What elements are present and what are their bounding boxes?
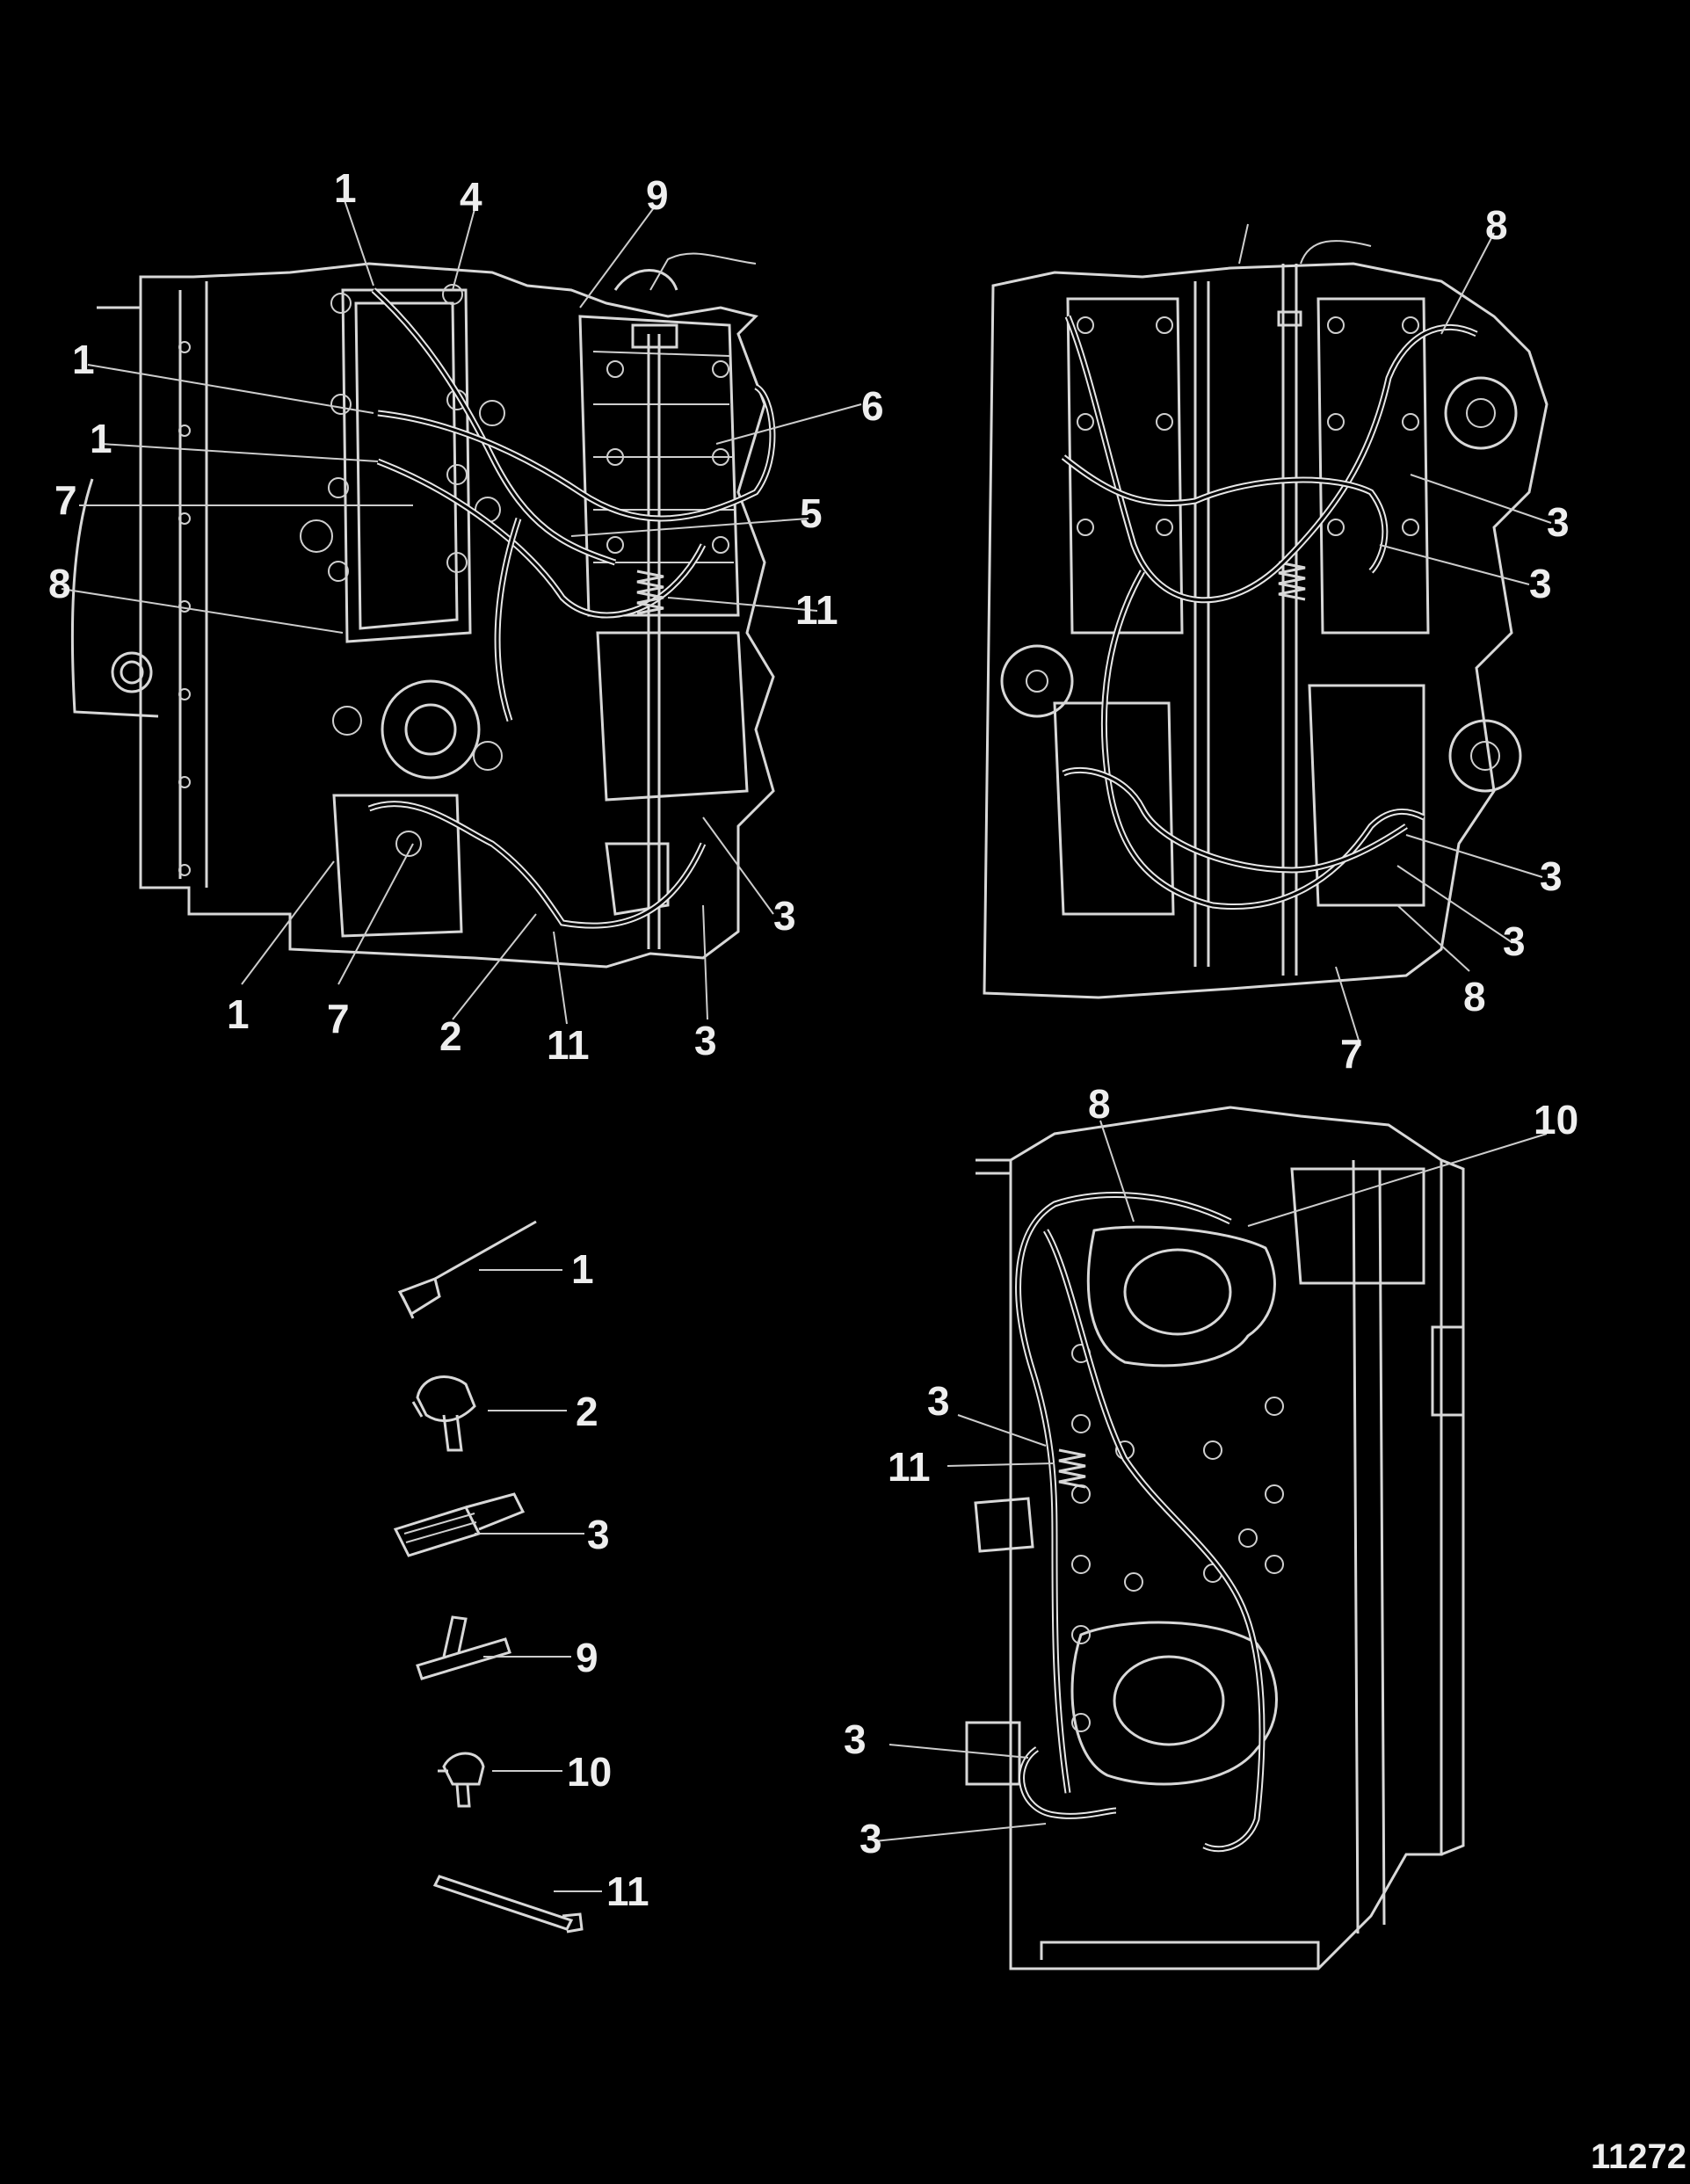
callout-label: 3 — [844, 1716, 867, 1762]
elbow-fitting-icon — [411, 1375, 476, 1452]
callout-labels-top-right: 8 3 3 3 3 8 7 — [1340, 202, 1570, 1077]
callout-label: 8 — [1463, 974, 1486, 1019]
callout-label: 4 — [460, 174, 482, 220]
check-valve-icon — [393, 1492, 526, 1557]
callout-label: 11 — [547, 1022, 590, 1068]
elbow-fitting-small-icon — [438, 1752, 485, 1808]
callout-label: 1 — [334, 165, 357, 211]
callout-label: 6 — [861, 383, 884, 429]
callout-label: 5 — [800, 490, 823, 536]
hose-connector-elbow-icon — [397, 1220, 537, 1319]
callout-label: 7 — [54, 477, 77, 523]
callout-label: 9 — [646, 172, 669, 218]
callout-label: 2 — [439, 1013, 462, 1059]
engine-view-top-left: 1 4 9 1 1 6 7 5 8 11 3 1 7 2 11 3 — [48, 165, 884, 1068]
callout-label: 3 — [773, 893, 796, 939]
tee-fitting-icon — [416, 1615, 511, 1680]
callout-label: 1 — [72, 337, 95, 382]
callout-labels-bottom-right: 8 10 3 11 3 3 — [844, 1081, 1578, 1861]
figure-number: 11272 — [1590, 2137, 1686, 2176]
callout-label: 3 — [927, 1378, 950, 1424]
callout-label: 11 — [888, 1444, 931, 1490]
callout-label: 11 — [795, 587, 838, 633]
callout-label: 8 — [1088, 1081, 1111, 1127]
callout-label: 8 — [1485, 202, 1508, 248]
callout-label: 3 — [694, 1018, 717, 1063]
parts-legend: 1 2 3 9 10 — [393, 1220, 649, 1934]
callout-label: 3 — [860, 1816, 882, 1861]
callout-label: 1 — [227, 991, 250, 1037]
callout-label: 7 — [327, 996, 350, 1041]
callout-label: 3 — [1529, 561, 1552, 606]
callout-label: 11 — [606, 1868, 649, 1914]
callout-label: 8 — [48, 561, 71, 606]
callout-label: 10 — [1534, 1097, 1578, 1143]
callout-label: 3 — [1503, 918, 1526, 964]
engine-view-top-right: 8 3 3 3 3 8 7 — [983, 202, 1570, 1077]
callout-label: 3 — [1540, 853, 1563, 899]
callout-label: 7 — [1340, 1031, 1363, 1077]
callout-label: 9 — [576, 1635, 598, 1680]
callout-label: 3 — [587, 1512, 610, 1557]
callout-label: 3 — [1547, 499, 1570, 545]
cable-tie-icon — [432, 1875, 584, 1934]
callout-labels-top-left: 1 4 9 1 1 6 7 5 8 11 3 1 7 2 11 3 — [48, 165, 884, 1068]
callout-label: 1 — [571, 1246, 594, 1292]
callout-label: 2 — [576, 1389, 598, 1434]
callout-label: 10 — [567, 1749, 612, 1795]
callout-label: 1 — [90, 416, 112, 461]
engine-view-bottom-right: 8 10 3 11 3 3 — [844, 1081, 1578, 1970]
